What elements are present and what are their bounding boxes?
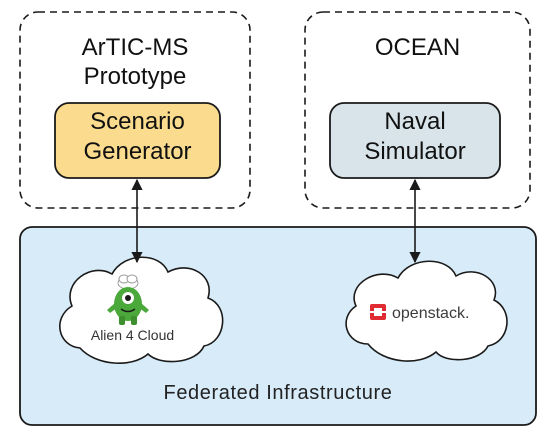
federated-infrastructure-label: Federated Infrastructure — [163, 382, 393, 404]
alien-4-cloud-label: Alien 4 Cloud — [90, 327, 175, 343]
scenario-generator-box — [54, 102, 221, 179]
naval-simulator-label: Naval Simulator — [364, 108, 466, 165]
openstack-label: openstack. — [392, 305, 470, 322]
scenario-generator-label: Scenario Generator — [83, 108, 192, 165]
alien-cloud-shape — [59, 256, 224, 364]
openstack-cloud-shape — [345, 260, 508, 362]
alien-mascot-icon — [107, 274, 149, 325]
ocean-title: OCEAN — [374, 34, 461, 61]
artic-ms-title: ArTIC-MS Prototype — [81, 34, 189, 90]
naval-simulator-box — [329, 102, 501, 179]
ocean-group-box — [304, 11, 531, 209]
openstack-logo-icon — [370, 304, 386, 320]
